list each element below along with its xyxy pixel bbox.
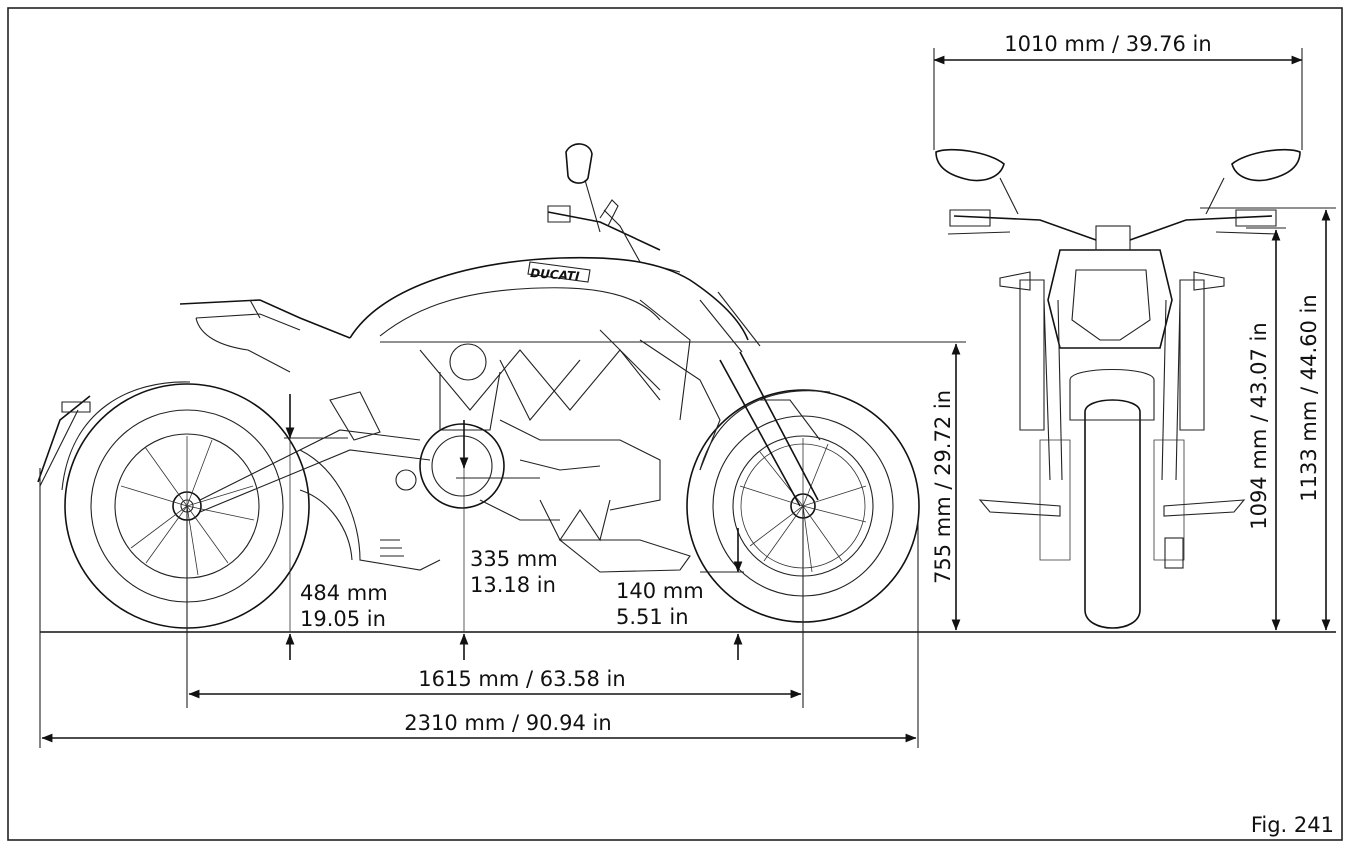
label-center-clearance-mm: 335 mm: [470, 547, 558, 571]
rear-wheel: [37, 381, 310, 629]
turn-signal-left: [999, 271, 1031, 291]
front-tyre: [1084, 399, 1141, 629]
front-fender: [1069, 369, 1155, 421]
figure-border: [7, 7, 1343, 841]
front-handlebar: [953, 215, 1273, 241]
radiator-right: [1179, 279, 1205, 431]
label-wheelbase: 1615 mm / 63.58 in: [418, 667, 625, 691]
instrument-panel: [1095, 225, 1131, 251]
fuel-tank: DUCATI: [349, 256, 749, 341]
label-rear-clearance-in: 19.05 in: [300, 607, 386, 631]
dimension-labels: 1010 mm / 39.76 in 755 mm / 29.72 in 109…: [300, 32, 1334, 837]
swingarm: [199, 391, 431, 513]
label-min-clearance-mm: 140 mm: [616, 579, 704, 603]
engine: [419, 343, 661, 542]
footpeg-left: [978, 499, 1061, 517]
label-overall-height: 1133 mm / 44.60 in: [1297, 294, 1321, 501]
radiator-left: [1019, 279, 1045, 431]
trellis-frame: [380, 299, 691, 421]
label-handlebar-height: 1094 mm / 43.07 in: [1247, 322, 1271, 529]
front-fork: [699, 291, 821, 507]
brand-logo-text: DUCATI: [530, 266, 581, 283]
radiator-side: [639, 339, 721, 471]
grip-right: [1235, 209, 1277, 227]
mirror-left: [935, 148, 1005, 182]
label-seat-height: 755 mm / 29.72 in: [931, 390, 955, 584]
label-mirror-width: 1010 mm / 39.76 in: [1004, 32, 1211, 56]
dimension-lines: [39, 48, 1336, 748]
motorcycle-front-view: [935, 148, 1301, 629]
footpeg-right: [1163, 499, 1246, 517]
mirror-right: [1231, 148, 1301, 182]
fork-left: [1043, 299, 1063, 481]
label-min-clearance-in: 5.51 in: [616, 605, 689, 629]
grip-left: [949, 209, 991, 227]
label-overall-length: 2310 mm / 90.94 in: [404, 711, 611, 735]
headlight-nacelle: [1047, 249, 1173, 349]
fork-right: [1161, 299, 1181, 481]
label-center-clearance-in: 13.18 in: [470, 573, 556, 597]
headlight: [1071, 269, 1151, 341]
figure-number: Fig. 241: [1251, 813, 1334, 837]
label-rear-clearance-mm: 484 mm: [300, 581, 388, 605]
handlebar-and-mirror: [547, 143, 681, 273]
belly-pan: [558, 539, 691, 573]
exhaust: [299, 449, 441, 571]
turn-signal-right: [1193, 271, 1225, 291]
seat-and-tail: [179, 299, 351, 373]
